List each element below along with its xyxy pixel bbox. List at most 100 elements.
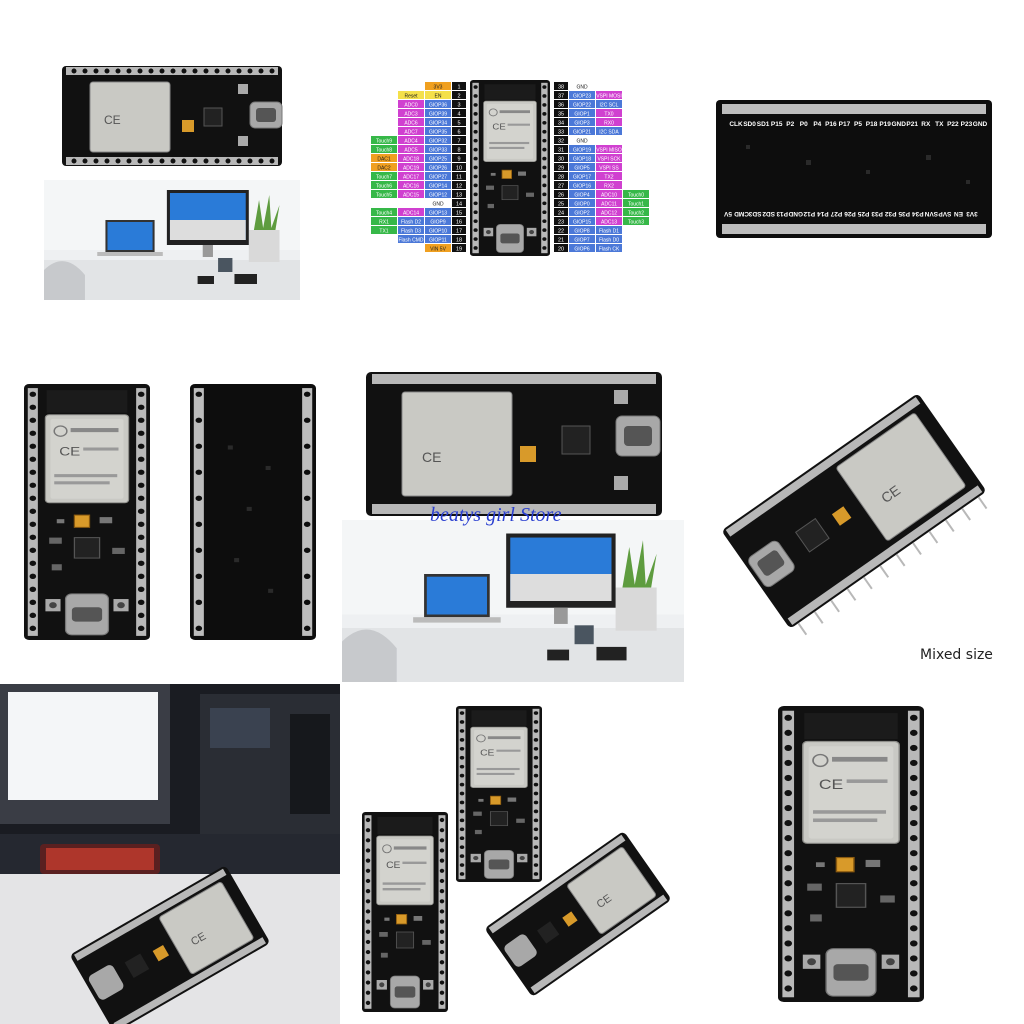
pin-label-box — [569, 235, 595, 243]
pin-number: 24 — [558, 211, 564, 217]
back-pin-label: P32 — [885, 210, 897, 217]
pin-number: 22 — [558, 229, 564, 235]
pin-label: DAC2 — [377, 165, 391, 171]
back-pin-label: SD2 — [762, 210, 775, 217]
pin-label: ADC14 — [403, 210, 419, 216]
pinout-left-labels: 13V32ENReset3GIOP36ADC04GIOP39ADC35GIOP3… — [371, 82, 466, 253]
pin-label-box — [371, 154, 397, 162]
pin-label-box — [569, 145, 595, 153]
desk-scene — [44, 180, 300, 300]
pin-label: GIOP4 — [574, 192, 590, 198]
pin-number-box — [554, 127, 568, 135]
pin-number-box — [452, 109, 466, 117]
pin-label: RX2 — [604, 183, 614, 189]
esp32-board-horizontal-large: CE — [366, 372, 662, 516]
pin-label: GIOP23 — [573, 93, 591, 99]
pin-number: 16 — [456, 220, 462, 226]
pin-label: GIOP16 — [573, 183, 591, 189]
desk-scene — [342, 520, 684, 682]
pin-number: 36 — [558, 103, 564, 109]
pin-label-box — [371, 145, 397, 153]
pin-label-box — [569, 172, 595, 180]
tile-board-desk-watermark: CE — [342, 370, 684, 682]
pin-label: GIOP33 — [429, 147, 447, 153]
pin-label: GIOP25 — [429, 156, 447, 162]
pin-label-box — [569, 154, 595, 162]
pin-number: 9 — [457, 157, 460, 163]
pin-label: I2C SDA — [599, 129, 619, 135]
pin-number-box — [554, 217, 568, 225]
tile-board-angled: CE — [716, 386, 992, 636]
pin-label-box — [425, 226, 451, 234]
pin-label-box — [569, 226, 595, 234]
pin-label-box — [398, 127, 424, 135]
pin-number-box — [554, 172, 568, 180]
pin-number-box — [452, 181, 466, 189]
pin-label-box — [596, 208, 622, 216]
pin-label-box — [398, 163, 424, 171]
pin-number-box — [554, 208, 568, 216]
pin-number-box — [554, 163, 568, 171]
tile-gaming-setup: CE — [0, 684, 340, 1024]
pin-label-box — [425, 127, 451, 135]
back-pin-label: P12 — [803, 210, 815, 217]
back-pin-label: SVN — [924, 210, 938, 217]
pin-label-box — [596, 145, 622, 153]
back-pin-label: TX — [935, 121, 944, 128]
esp32-board-angled-small: CE — [486, 832, 670, 996]
pin-label: ADC16 — [403, 183, 419, 189]
pin-label-box — [623, 208, 649, 216]
pin-label: ADC19 — [403, 165, 419, 171]
pin-label-box — [425, 118, 451, 126]
pin-label-box — [425, 100, 451, 108]
pin-label-box — [596, 199, 622, 207]
pin-label-box — [596, 190, 622, 198]
pin-label: GIOP15 — [573, 219, 591, 225]
pin-label: VSPI MISO — [596, 147, 622, 153]
pin-number-box — [554, 181, 568, 189]
pin-number-box — [452, 118, 466, 126]
pin-number: 34 — [558, 121, 564, 127]
back-pin-labels-bottom: 3V3ENSVPSVNP34P35P32P33P25P26P27P14P12GN… — [723, 210, 977, 217]
pin-label: Touch7 — [376, 174, 392, 180]
pin-label-box — [371, 217, 397, 225]
pin-label: GIOP13 — [429, 210, 447, 216]
pin-label-box — [398, 136, 424, 144]
pin-number: 15 — [456, 211, 462, 217]
pin-label-box — [596, 244, 622, 252]
back-pin-label: P34 — [912, 210, 924, 217]
back-pin-label: GND — [788, 210, 803, 217]
pin-label-box — [596, 226, 622, 234]
pin-number-box — [554, 118, 568, 126]
pin-number-box — [452, 235, 466, 243]
pin-label-box — [371, 190, 397, 198]
pin-label: ADC4 — [404, 138, 418, 144]
pin-number-box — [452, 163, 466, 171]
pin-number: 12 — [456, 184, 462, 190]
pin-label-box — [371, 163, 397, 171]
pin-label: ADC7 — [404, 129, 418, 135]
svg-text:CE: CE — [422, 449, 441, 465]
back-pin-label: P35 — [898, 210, 910, 217]
back-pin-label: P25 — [857, 210, 869, 217]
pin-label: GIOP11 — [429, 237, 447, 243]
tile-three-boards: CE — [358, 704, 674, 1016]
pin-label: GIOP5 — [574, 165, 590, 171]
back-pin-label: P17 — [839, 121, 851, 128]
back-pin-label: SD1 — [757, 121, 770, 128]
pin-label: Flash D0 — [599, 237, 619, 243]
esp32-board-small — [456, 706, 542, 882]
back-pin-label: P33 — [871, 210, 883, 217]
pin-number-box — [452, 82, 466, 90]
pin-number-box — [554, 91, 568, 99]
pin-label: ADC10 — [601, 192, 617, 198]
back-pin-label: SD3 — [748, 210, 761, 217]
back-pin-label: P21 — [906, 121, 918, 128]
pin-label-box — [398, 172, 424, 180]
pin-label-box — [569, 109, 595, 117]
tile-board-horizontal-desk: CE — [44, 64, 300, 300]
pin-number: 27 — [558, 184, 564, 190]
pin-number: 17 — [456, 229, 462, 235]
pin-label-box — [398, 235, 424, 243]
pin-number: 13 — [456, 193, 462, 199]
